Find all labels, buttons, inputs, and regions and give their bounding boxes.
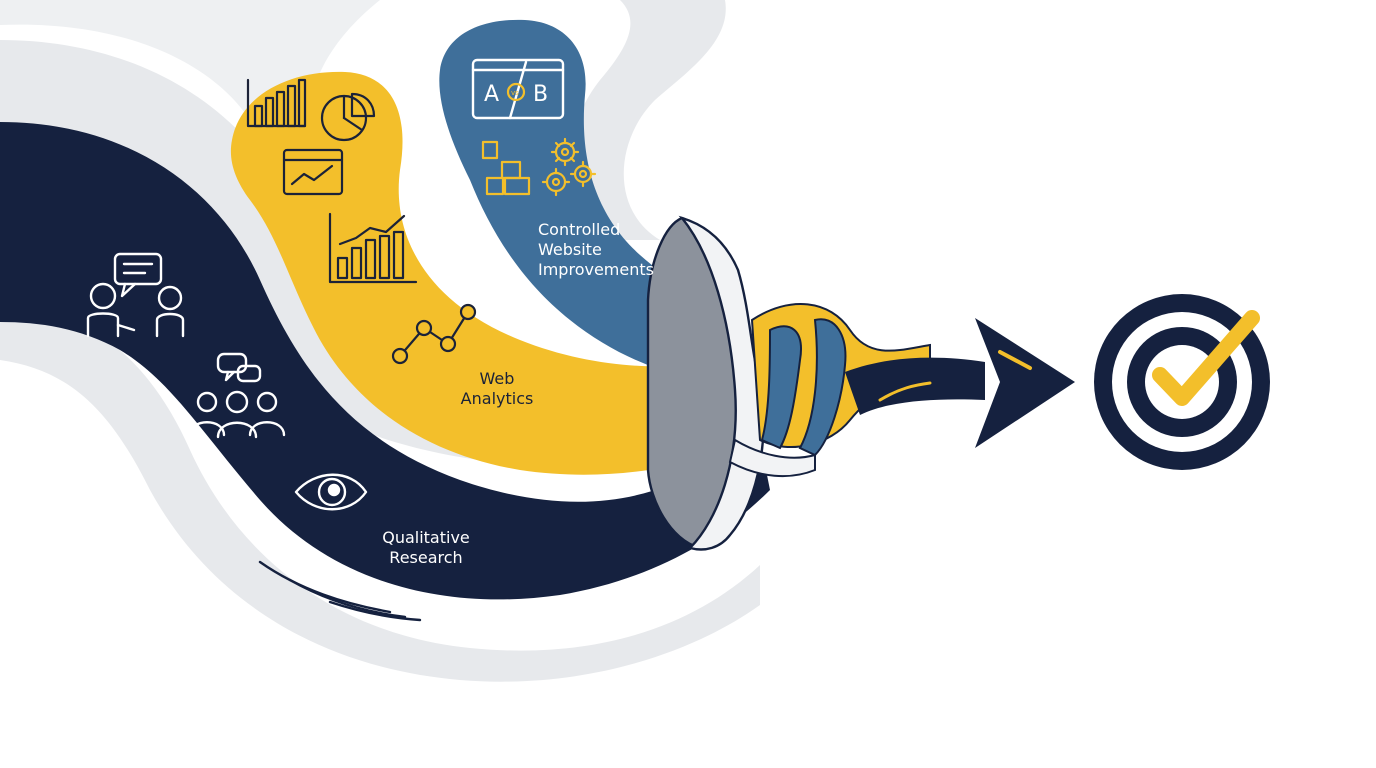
pie-chart-icon <box>320 92 376 142</box>
browser-trend-icon <box>282 148 344 196</box>
qualitative-label-line2: Research <box>389 548 462 567</box>
ribbon-white <box>728 438 816 478</box>
arrow-highlight-2 <box>878 381 932 402</box>
node-line-icon <box>391 303 477 365</box>
arrow-highlight <box>998 350 1032 370</box>
improvements-label-line3: Improvements <box>538 260 654 279</box>
group-chat-icon <box>188 352 286 439</box>
grey-swoosh-top <box>380 0 726 240</box>
gears-icon <box>541 137 597 197</box>
conversation-icon <box>86 252 185 338</box>
qualitative-label-line1: Qualitative <box>382 528 470 547</box>
motion-lines <box>258 560 422 622</box>
boxes-icon <box>481 140 531 196</box>
target-check-icon <box>1094 294 1270 470</box>
arrow-head <box>975 318 1075 448</box>
qualitative-stream <box>0 122 770 600</box>
improvements-label-line1: Controlled <box>538 220 620 239</box>
check-mark <box>1152 310 1260 406</box>
ab-test-icon: A B vs <box>471 58 565 120</box>
analytics-label-line2: Analytics <box>461 389 534 408</box>
result-arrow <box>845 318 1075 448</box>
grey-swoosh-bottom <box>0 300 760 682</box>
eye-icon <box>294 473 368 511</box>
ab-label-a: A <box>484 82 499 107</box>
improvements-label-line2: Website <box>538 240 602 259</box>
analytics-label: Web Analytics <box>461 369 534 408</box>
ab-label-b: B <box>533 82 548 107</box>
ab-label-vs: vs <box>511 89 519 97</box>
ribbon-blue-1 <box>760 325 802 450</box>
ribbon-blue-2 <box>798 318 847 457</box>
qualitative-label: Qualitative Research <box>382 528 470 567</box>
improvements-label: Controlled Website Improvements <box>538 220 654 279</box>
bar-chart-icon <box>246 78 307 128</box>
bar-line-chart-icon <box>328 212 418 284</box>
funnel <box>646 215 765 551</box>
analytics-stream <box>230 71 745 475</box>
analytics-label-line1: Web <box>480 369 515 388</box>
